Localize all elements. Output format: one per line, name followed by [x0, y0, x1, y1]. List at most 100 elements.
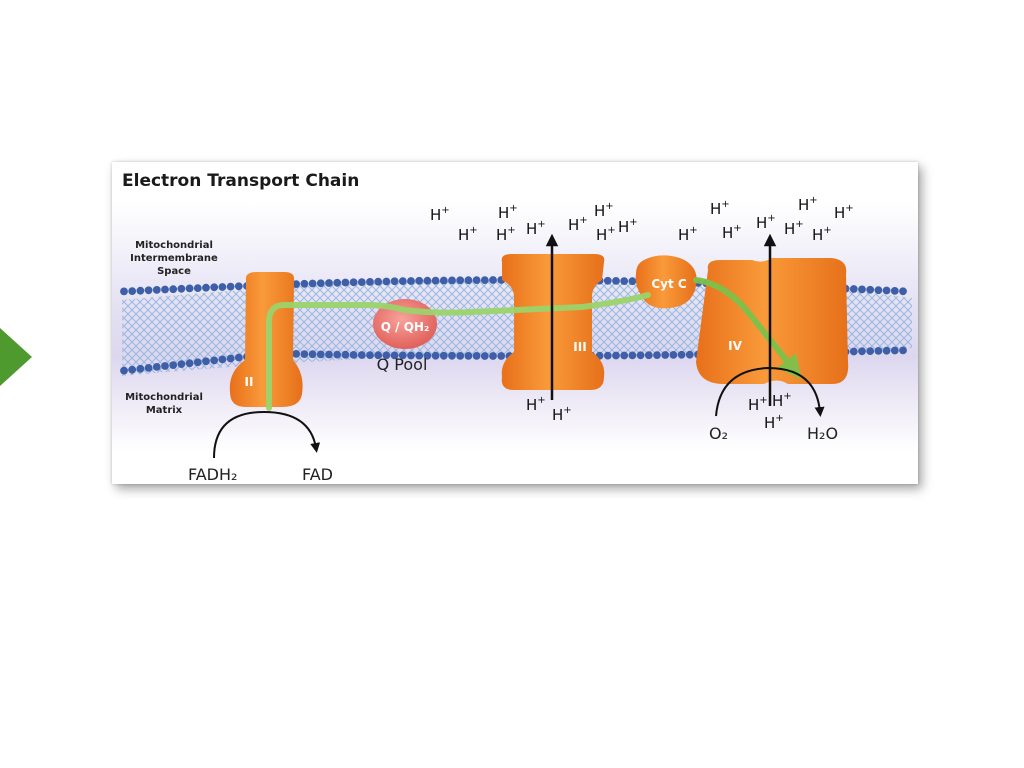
lipid-head — [185, 359, 194, 368]
lipid-head — [349, 351, 358, 359]
lipid-head — [136, 364, 145, 373]
lipid-head — [136, 286, 145, 295]
lipid-head — [612, 351, 620, 360]
lipid-head — [382, 277, 391, 286]
lipid-head — [858, 285, 866, 294]
lipid-head — [390, 277, 399, 286]
proton-label: H+ — [834, 203, 854, 222]
lipid-head — [899, 346, 907, 355]
lipid-head — [415, 351, 424, 360]
lipid-head — [226, 282, 235, 291]
lipid-head — [169, 361, 178, 369]
proton-label: H+ — [552, 405, 572, 424]
lipid-head — [439, 351, 448, 360]
proton-label: H+ — [568, 215, 588, 234]
lipid-head — [210, 356, 219, 365]
lipid-head — [398, 351, 407, 360]
lipid-head — [218, 283, 227, 291]
lipid-head — [333, 278, 342, 287]
lipid-head — [620, 351, 629, 360]
proton-label: H+ — [678, 225, 698, 244]
lipid-head — [653, 351, 661, 359]
lipid-head — [333, 350, 342, 359]
lipid-head — [480, 276, 489, 284]
proton-label: H+ — [764, 413, 784, 432]
lipid-head — [439, 276, 448, 285]
lipid-head — [374, 277, 383, 286]
lipid-head — [849, 347, 858, 356]
lipid-head — [357, 351, 366, 359]
diagram-title: Electron Transport Chain — [122, 171, 359, 191]
lipid-head — [890, 287, 899, 295]
complex-iv — [696, 258, 849, 384]
q-pool-caption: Q Pool — [377, 355, 428, 374]
etc-diagram: Electron Transport Chain Mitochondrial I… — [112, 162, 918, 484]
lipid-head — [644, 351, 653, 360]
lipid-head — [669, 351, 678, 359]
lipid-head — [612, 277, 620, 285]
lipid-head — [193, 358, 202, 367]
lipid-head — [866, 347, 875, 355]
complex-iv-label: IV — [728, 339, 742, 353]
lipid-head — [390, 351, 399, 360]
lipid-head — [677, 350, 686, 359]
lipid-head — [874, 286, 883, 295]
lipid-head — [120, 287, 128, 296]
lipid-head — [325, 279, 333, 287]
o2-label: O₂ — [709, 424, 728, 443]
fadh2-label: FADH₂ — [188, 465, 237, 484]
lipid-head — [300, 350, 309, 358]
lipid-head — [366, 278, 374, 286]
proton-label: H+ — [772, 391, 792, 410]
lipid-head — [210, 283, 219, 292]
proton-label: H+ — [722, 223, 742, 242]
lipid-head — [661, 351, 670, 359]
svg-text:Mitochondrial: Mitochondrial — [135, 240, 213, 251]
lipid-head — [423, 276, 432, 285]
lipid-head — [161, 285, 169, 294]
proton-label: H+ — [798, 195, 818, 214]
lipid-head — [628, 351, 637, 360]
lipid-head — [177, 360, 186, 368]
lipid-head — [480, 352, 489, 360]
lipid-head — [849, 285, 858, 293]
lipid-head — [489, 352, 497, 360]
lipid-head — [866, 285, 875, 294]
lipid-head — [603, 276, 612, 285]
lipid-head — [325, 350, 333, 359]
proton-label: H+ — [526, 219, 546, 238]
lipid-head — [489, 276, 497, 284]
electron-path-to-water — [693, 277, 802, 380]
lipid-head — [349, 278, 358, 287]
proton-label: H+ — [496, 225, 516, 244]
lipid-head — [423, 351, 432, 360]
lipid-head — [464, 352, 473, 360]
proton-label: H+ — [526, 395, 546, 414]
lipid-head — [292, 280, 301, 288]
lipid-head — [456, 276, 465, 285]
proton-label: H+ — [784, 219, 804, 238]
proton-ions: H+H+H+H+H+H+H+H+H+H+H+H+H+H+H+H+H+H+H+H+… — [430, 195, 854, 432]
proton-label: H+ — [498, 203, 518, 222]
lipid-head — [144, 286, 153, 295]
lipid-head — [316, 279, 325, 288]
lipid-head — [234, 353, 243, 362]
lipid-head — [620, 277, 629, 285]
lipid-head — [472, 276, 481, 284]
proton-label: H+ — [618, 217, 638, 236]
slide-arrow-icon — [0, 328, 32, 386]
lipid-head — [448, 276, 456, 285]
lipid-head — [128, 287, 137, 295]
lipid-head — [382, 351, 391, 360]
lipid-head — [882, 346, 891, 355]
lipid-head — [161, 362, 169, 370]
lipid-head — [292, 350, 301, 358]
proton-label: H+ — [756, 213, 776, 232]
lipid-head — [497, 352, 506, 360]
lipid-head — [357, 278, 366, 286]
lipid-head — [177, 284, 186, 293]
lipid-head — [226, 354, 235, 363]
svg-text:Matrix: Matrix — [146, 405, 183, 416]
proton-label: H+ — [594, 201, 614, 220]
lipid-head — [472, 352, 481, 360]
